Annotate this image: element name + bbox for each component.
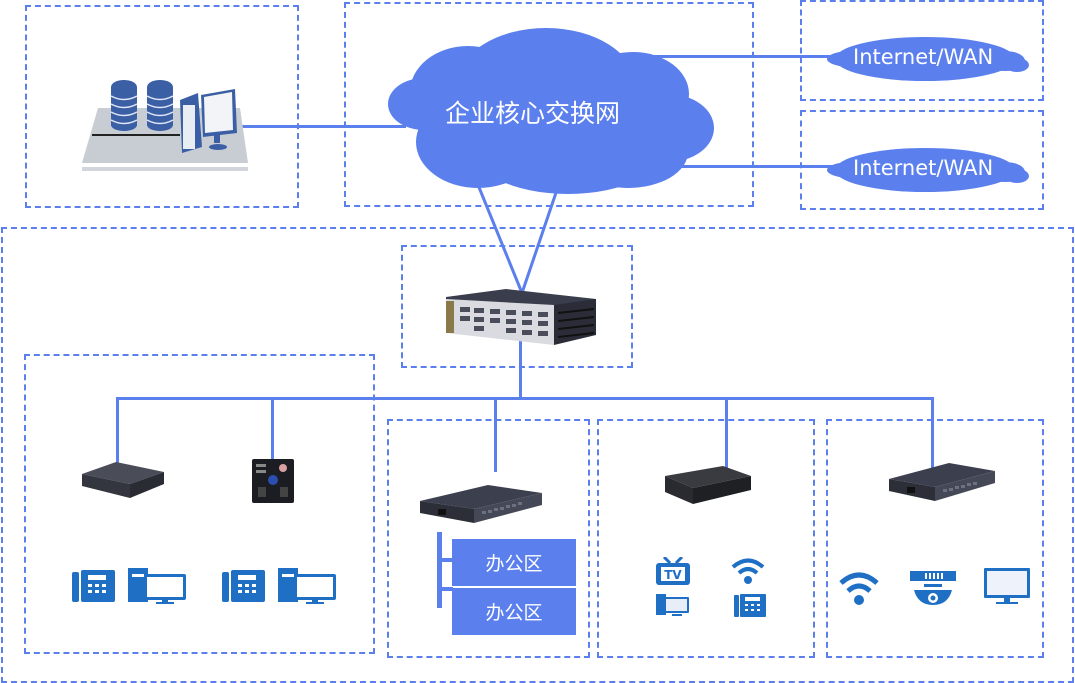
wifi-icon [731,558,765,584]
branch-region-1 [24,354,375,654]
wan-label-2: Internet/WAN [853,156,994,180]
campus-region [1,227,1074,683]
wifi-icon [839,572,879,605]
office-zone-2: 办公区 [452,588,576,635]
core-network-label: 企业核心交换网 [445,99,621,128]
access-switch-icon [420,485,542,523]
branch-region-4 [826,419,1044,658]
link-core-bus [519,330,522,400]
distribution-bus [116,397,934,400]
wan-label-1: Internet/WAN [853,45,994,69]
desktop-pc-icon [656,594,689,616]
zone-branch-2 [437,587,453,591]
wan-region-1 [800,0,1044,101]
ip-phone-icon [72,570,115,602]
drop-5 [931,397,934,469]
drop-4 [725,397,728,469]
drop-2 [271,397,274,461]
link-core-wan-2 [650,165,840,168]
server-datacenter-icon [82,80,248,171]
tv-icon: TV [656,557,690,585]
desktop-pc-icon [278,568,336,604]
gateway-box-icon [82,462,164,498]
desktop-pc-icon [128,568,186,604]
access-switch-icon [889,463,995,501]
datacenter-region [25,5,299,208]
svg-text:TV: TV [664,568,682,582]
zone-trunk [437,532,442,608]
zone-branch-1 [437,558,453,562]
monitor-icon [984,568,1030,604]
link-core-wan-1 [650,55,840,58]
wan-cloud-icon-2 [827,148,1029,192]
core-network-cloud-icon [388,28,714,194]
chassis-switch-icon [446,289,596,345]
branch-region-2 [387,419,590,658]
drop-3 [494,397,497,472]
panel-ap-icon [252,459,294,503]
link-datacenter-core [236,125,406,128]
uplink-right [520,175,564,294]
uplink-left [472,175,524,294]
camera-icon [910,571,956,605]
office-zone-1: 办公区 [452,539,576,586]
core-uplinks [472,175,564,294]
core-network-region [344,2,754,207]
core-switch-region [401,245,633,368]
wan-cloud-icon-1 [827,37,1029,81]
gateway-box-icon [665,466,751,504]
branch-region-3 [597,419,815,658]
drop-1 [116,397,119,475]
ip-phone-icon [734,594,766,617]
ip-phone-icon [222,570,265,602]
wan-region-2 [800,110,1044,210]
